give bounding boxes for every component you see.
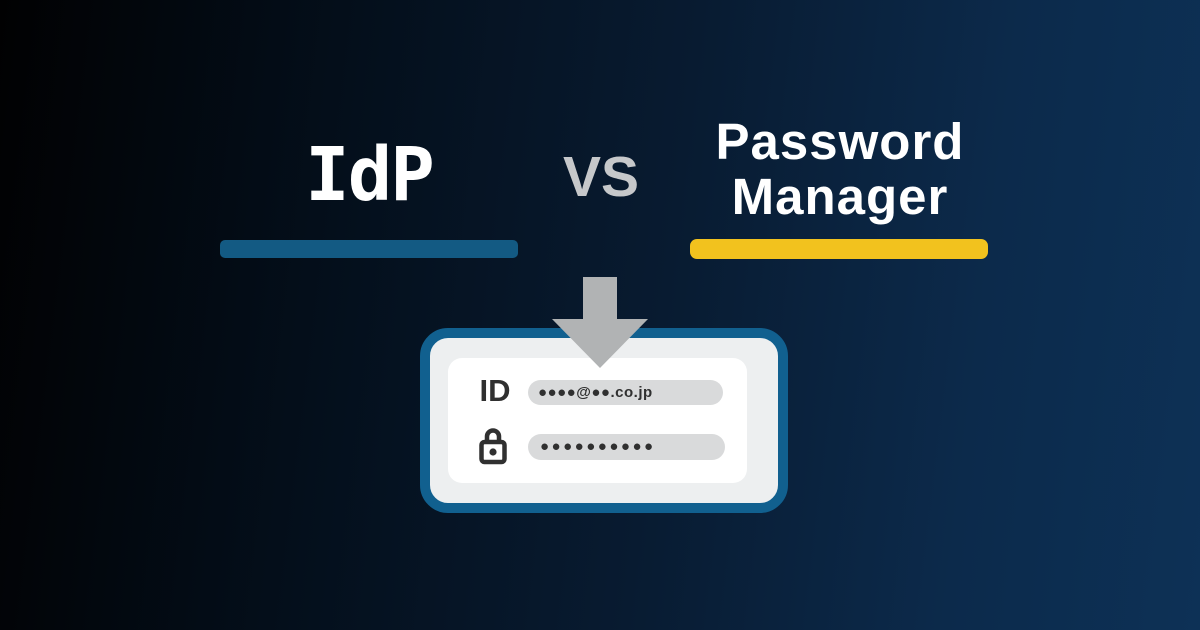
password-field-value: ●●●●●●●●●●: [528, 434, 725, 460]
id-field-value: ●●●●@●●.co.jp: [528, 380, 723, 405]
password-manager-title-line2: Manager: [731, 168, 949, 225]
idp-title: IdP: [305, 132, 435, 218]
vs-label: VS: [562, 145, 640, 209]
lock-icon: [477, 426, 509, 466]
password-manager-title: Password Manager: [692, 114, 988, 224]
arrow-down-icon: [552, 277, 648, 368]
id-field-label: ID: [479, 373, 511, 408]
idp-underline-bar: [220, 240, 518, 258]
password-manager-title-line1: Password: [715, 113, 965, 170]
password-manager-underline-bar: [690, 239, 988, 259]
